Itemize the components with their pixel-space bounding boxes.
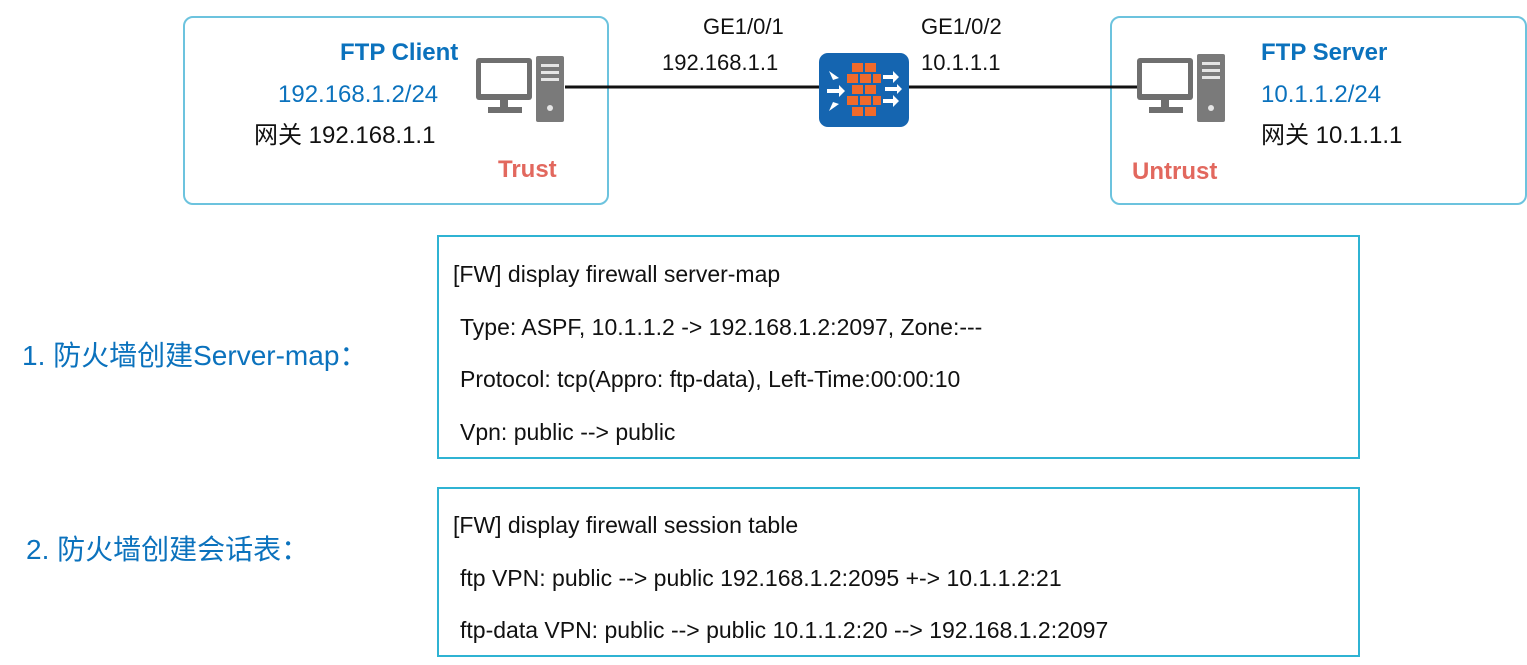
client-ip: 192.168.1.2/24 [278,81,439,108]
server-map-output-box [437,235,1360,459]
cli-line: Type: ASPF, 10.1.1.2 -> 192.168.1.2:2097… [460,314,983,340]
left-interface-name: GE1/0/1 [703,14,784,39]
client-title: FTP Client [340,39,459,66]
server-gateway: 网关 10.1.1.1 [1261,122,1403,149]
cli-line: ftp-data VPN: public --> public 10.1.1.2… [460,617,1109,643]
firewall-icon [819,53,909,127]
trust-zone-label: Trust [498,156,557,183]
client-pc-icon [476,56,564,122]
step-2-label: 2. 防火墙创建会话表： [26,534,310,565]
untrust-zone-label: Untrust [1132,158,1218,185]
server-ip: 10.1.1.2/24 [1261,81,1382,108]
cli-line: Protocol: tcp(Appro: ftp-data), Left-Tim… [460,366,961,392]
cli-line: [FW] display firewall session table [453,512,799,538]
session-table-output-box [437,487,1360,657]
left-interface-ip: 192.168.1.1 [662,50,779,75]
cli-line: [FW] display firewall server-map [453,261,781,287]
step-1-label: 1. 防火墙创建Server-map： [22,340,368,371]
client-gateway: 网关 192.168.1.1 [254,122,436,149]
right-interface-ip: 10.1.1.1 [921,50,1001,75]
cli-line: Vpn: public --> public [460,419,676,445]
right-interface-name: GE1/0/2 [921,14,1002,39]
server-title: FTP Server [1261,39,1388,66]
server-pc-icon [1137,54,1225,122]
cli-line: ftp VPN: public --> public 192.168.1.2:2… [460,565,1062,591]
